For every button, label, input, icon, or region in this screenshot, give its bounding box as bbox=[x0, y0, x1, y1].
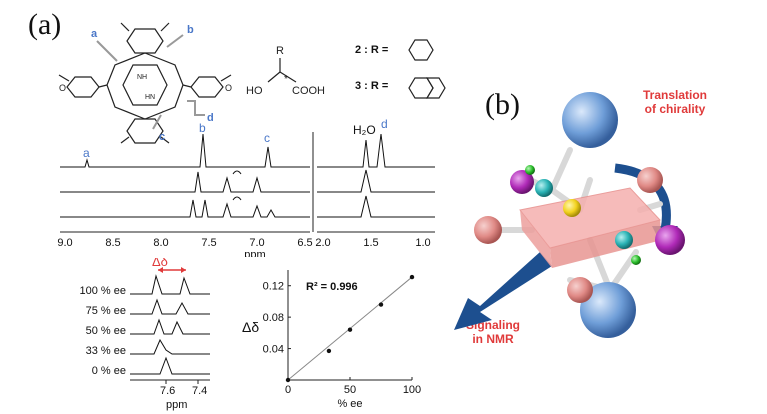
panel-a-label: (a) bbox=[28, 8, 62, 41]
ee-tick-74: 7.4 bbox=[192, 385, 208, 397]
y-tick-label: 0.12 bbox=[263, 281, 284, 293]
data-point bbox=[285, 377, 291, 383]
compound-3-label: 3 : R = bbox=[355, 80, 389, 92]
hn-label: HN bbox=[145, 94, 155, 101]
nmr-peak-d: d bbox=[381, 117, 388, 131]
ee-xlabel: ppm bbox=[166, 399, 188, 411]
translation-line-1: Translation bbox=[642, 88, 707, 102]
y-tick-label: 0.04 bbox=[263, 344, 284, 356]
acid-structure: R HO COOH * bbox=[246, 45, 325, 97]
ee-tick-76: 7.6 bbox=[160, 385, 176, 397]
nmr-peak-a: a bbox=[83, 146, 90, 160]
ee-row-label: 75 % ee bbox=[85, 305, 126, 317]
structure-label-a: a bbox=[91, 28, 98, 40]
nmr-tick: 1.0 bbox=[415, 237, 430, 249]
nmr-tick: 6.5 bbox=[297, 237, 312, 249]
naphthyl-icon bbox=[408, 77, 446, 99]
nmr-tick: 7.0 bbox=[249, 237, 264, 249]
delta-vs-ee-chart: 0 50 100 0.04 0.08 0.12 % ee Δδ R² = 0.996 bbox=[242, 270, 421, 410]
x-tick-label: 0 bbox=[285, 384, 291, 396]
nmr-tick: 8.5 bbox=[105, 237, 120, 249]
data-point bbox=[326, 348, 332, 354]
ee-row-label: 50 % ee bbox=[85, 325, 126, 337]
nmr-peak-water: H₂O bbox=[353, 123, 376, 137]
structure-label-c: c bbox=[159, 131, 165, 143]
nmr-tick: 7.5 bbox=[201, 237, 216, 249]
nmr-tick: 9.0 bbox=[57, 237, 72, 249]
r-squared-annotation: R² = 0.996 bbox=[306, 281, 358, 293]
x-axis-label: % ee bbox=[337, 398, 362, 410]
porphyrin-structure: O O NH HN a b c d bbox=[58, 22, 232, 144]
nmr-tick: 1.5 bbox=[363, 237, 378, 249]
structure-label-d: d bbox=[207, 112, 214, 124]
nmr-tick: 8.0 bbox=[153, 237, 168, 249]
ee-row-label: 100 % ee bbox=[79, 285, 126, 297]
y-tick-label: 0.08 bbox=[263, 312, 284, 324]
x-tick-label: 100 bbox=[403, 384, 421, 396]
translation-label: Translation of chirality bbox=[620, 88, 730, 116]
y-axis-label: Δδ bbox=[242, 319, 259, 335]
ee-row-label: 0 % ee bbox=[91, 365, 126, 377]
nh-label: NH bbox=[137, 74, 147, 81]
translation-line-2: of chirality bbox=[644, 102, 706, 116]
structure-label-b: b bbox=[187, 24, 194, 36]
acid-cooh: COOH bbox=[292, 85, 325, 97]
compound-2-label: 2 : R = bbox=[355, 44, 389, 56]
data-point bbox=[409, 274, 415, 280]
nmr-peak-c: c bbox=[264, 131, 270, 145]
phenyl-icon bbox=[408, 39, 434, 61]
acid-r: R bbox=[276, 45, 284, 57]
acid-star: * bbox=[284, 74, 288, 85]
nmr-peak-b: b bbox=[199, 121, 206, 135]
nmr-tick: 2.0 bbox=[315, 237, 330, 249]
ee-row-label: 33 % ee bbox=[85, 345, 126, 357]
nmr-xlabel: ppm bbox=[244, 249, 265, 257]
ee-spectra: Δδ bbox=[130, 258, 210, 384]
chirality-model bbox=[454, 92, 685, 338]
panel-b-label: (b) bbox=[485, 88, 520, 121]
x-tick-label: 50 bbox=[344, 384, 356, 396]
delta-delta-label: Δδ bbox=[152, 258, 168, 269]
acid-ho: HO bbox=[246, 85, 263, 97]
nmr-spectra: a b c H₂O d 9.0 8.5 8.0 7.5 7.0 6.5 2.0 … bbox=[57, 117, 435, 257]
data-point bbox=[378, 302, 384, 307]
signaling-line-2: in NMR bbox=[472, 332, 514, 346]
oxygen-left: O bbox=[59, 83, 66, 93]
oxygen-right: O bbox=[225, 83, 232, 93]
data-point bbox=[347, 327, 353, 332]
